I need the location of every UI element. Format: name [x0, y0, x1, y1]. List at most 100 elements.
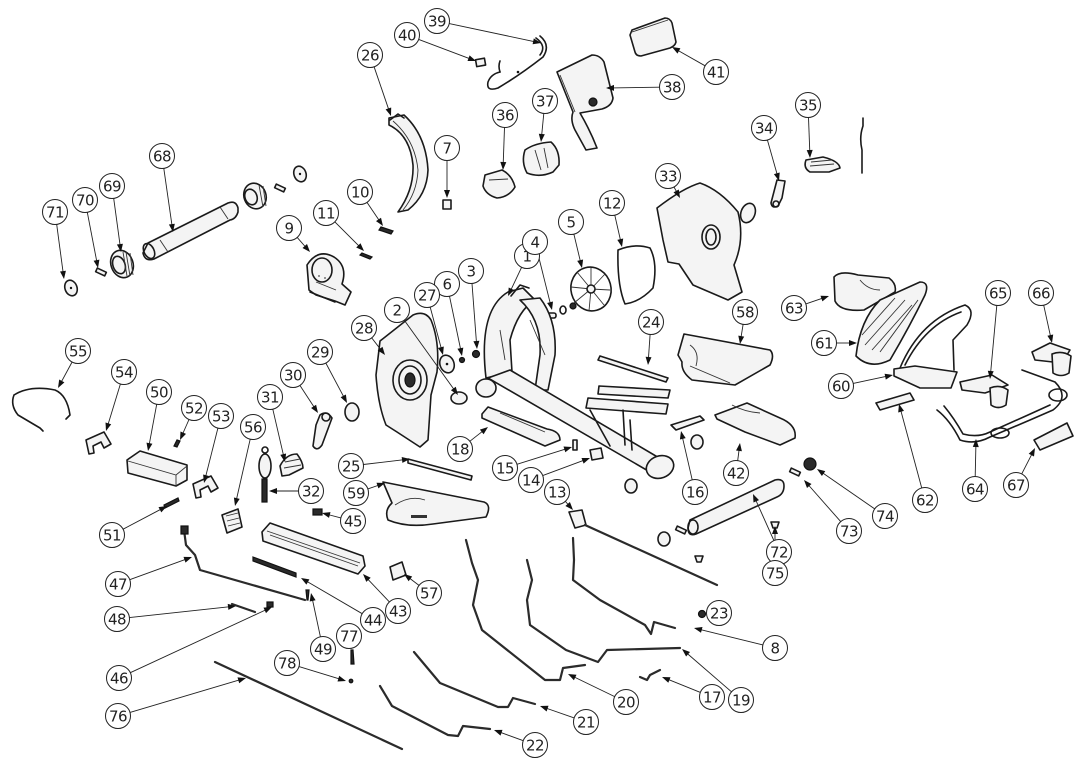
arrowhead-75 — [772, 526, 778, 534]
leader-line-31 — [272, 409, 285, 457]
callout-bubble: 64 — [962, 476, 988, 502]
callout-bubble: 36 — [492, 102, 518, 128]
callout-circle — [732, 299, 758, 325]
part-seat-slider — [875, 392, 915, 411]
part-end-cap — [1033, 422, 1074, 451]
callout-number: 17 — [703, 689, 721, 707]
callout-number: 52 — [185, 400, 203, 418]
arrowhead-52 — [180, 431, 186, 440]
callout-bubble: 37 — [532, 88, 558, 114]
leader-line-76 — [129, 679, 241, 713]
callout-circle — [105, 571, 131, 597]
part-disc-27 — [438, 354, 456, 374]
callout-number: 53 — [212, 408, 230, 426]
callout-circle — [280, 362, 306, 388]
callout-number: 33 — [659, 168, 677, 186]
callout-bubble: 35 — [795, 92, 821, 118]
arrowhead-12 — [617, 238, 624, 247]
callout-circle — [181, 395, 207, 421]
callout-bubble: 14 — [518, 467, 544, 493]
callout-bubble: 31 — [257, 384, 283, 410]
leader-line-5 — [573, 234, 582, 263]
callout-bubble: 22 — [522, 732, 548, 758]
callout-circle — [655, 163, 681, 189]
arrowhead-14 — [581, 458, 590, 464]
leader-line-27 — [429, 306, 442, 350]
leader-line-17 — [667, 678, 701, 693]
callout-circle — [307, 339, 333, 365]
callout-number: 68 — [153, 148, 171, 166]
leader-line-59 — [367, 484, 380, 490]
callout-bubble: 67 — [1003, 472, 1029, 498]
part-cable-19 — [525, 558, 682, 664]
part-crank-arm-left — [312, 412, 333, 450]
callout-bubble: 6 — [434, 271, 460, 297]
callout-bubble: 3 — [458, 258, 484, 284]
arrowhead-56 — [233, 497, 240, 506]
arrowhead-63 — [820, 295, 829, 302]
part-screw-52 — [173, 439, 181, 448]
callout-circle — [762, 560, 788, 586]
leader-line-58 — [740, 324, 744, 339]
callout-circle — [347, 179, 373, 205]
callout-bubble: 78 — [274, 650, 300, 676]
callout-number: 70 — [76, 192, 94, 210]
part-crank-arm-right — [770, 179, 786, 208]
callout-bubble: 63 — [781, 295, 807, 321]
callout-circle — [682, 479, 708, 505]
callout-bubble: 60 — [828, 373, 854, 399]
callout-circle — [573, 709, 599, 735]
part-ring-right — [739, 202, 757, 224]
arrowhead-43 — [363, 574, 371, 582]
callout-number: 66 — [1032, 285, 1050, 303]
part-ring-29 — [344, 402, 360, 422]
leader-line-9 — [296, 237, 307, 248]
callout-bubble: 2 — [384, 297, 410, 323]
leader-line-35 — [808, 117, 811, 153]
arrowhead-54 — [105, 422, 112, 431]
callout-circle — [336, 623, 362, 649]
callout-bubble: 58 — [732, 299, 758, 325]
callout-circle — [240, 414, 266, 440]
part-shroud — [677, 333, 774, 386]
callout-bubble: 47 — [105, 571, 131, 597]
leader-line-71 — [56, 224, 64, 274]
callout-number: 51 — [103, 527, 121, 545]
callout-number: 29 — [311, 344, 329, 362]
leader-line-69 — [113, 198, 121, 247]
callout-bubble: 73 — [836, 518, 862, 544]
callout-bubble: 32 — [298, 478, 324, 504]
callout-number: 78 — [278, 655, 296, 673]
callout-number: 5 — [566, 214, 575, 232]
leader-line-24 — [647, 334, 651, 360]
callout-circle — [384, 297, 410, 323]
part-clip — [442, 199, 452, 210]
leader-line-78 — [298, 666, 341, 680]
leader-line-65 — [990, 305, 998, 374]
callout-circle — [492, 455, 518, 481]
part-rail-24 — [597, 355, 669, 383]
callout-number: 39 — [428, 13, 446, 31]
part-screw-49 — [305, 589, 310, 601]
leader-line-70 — [86, 212, 98, 263]
part-wire-plug — [180, 525, 189, 535]
callout-bubble: 42 — [723, 460, 749, 486]
callout-circle — [638, 309, 664, 335]
arrowhead-7 — [444, 190, 450, 198]
arrowhead-13 — [565, 502, 573, 510]
leader-line-11 — [334, 221, 361, 248]
arrowhead-25 — [401, 457, 410, 463]
callout-circle — [340, 508, 366, 534]
callout-number: 74 — [876, 508, 894, 526]
callout-circle — [434, 271, 460, 297]
callout-bubble: 70 — [72, 187, 98, 213]
part-side-cover-left — [375, 312, 439, 448]
part-pin — [572, 439, 578, 451]
leader-line-38 — [611, 86, 660, 89]
callout-number: 24 — [642, 314, 660, 332]
leader-line-6 — [449, 296, 462, 351]
callout-circle — [458, 258, 484, 284]
callout-bubble: 13 — [544, 479, 570, 505]
leader-line-49 — [311, 598, 321, 637]
callout-number: 40 — [398, 27, 416, 45]
